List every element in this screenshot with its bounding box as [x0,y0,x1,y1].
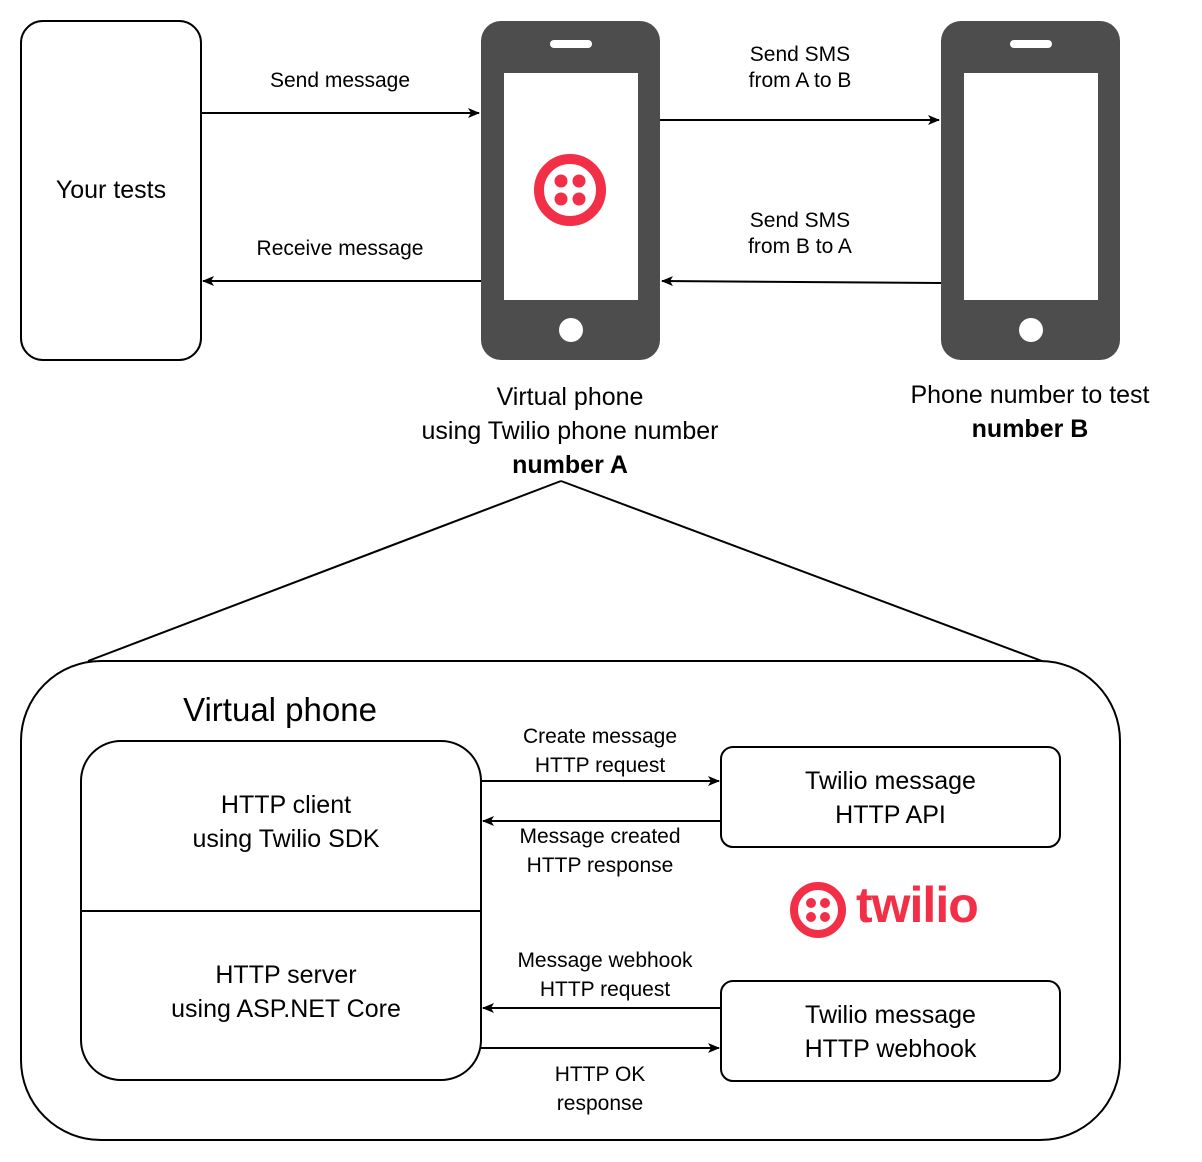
zoom-line-right [560,480,1043,662]
number-b-label: number B [971,415,1089,443]
virtual-phone-device [481,21,660,360]
twilio-webhook-box [720,980,1061,1082]
twilio-api-label: Twilio message HTTP API [805,767,976,829]
ok-response-label: HTTP OK response [554,1063,646,1115]
test-phone-device [941,21,1120,360]
phone-to-test-caption: Phone number to test number B [880,378,1180,446]
phone-home-button-icon [559,318,583,342]
http-server-label: HTTP server using ASP.NET Core [171,961,401,1023]
your-tests-box [20,20,202,361]
http-client-label: HTTP client using Twilio SDK [192,791,380,853]
created-response-label: Message created HTTP response [519,825,681,877]
phone-speaker-icon [550,40,592,48]
twilio-logo-icon [534,154,606,226]
webhook-request-label: Message webhook HTTP request [517,949,693,1001]
sms-b-to-a-arrow [661,276,942,287]
virtual-phone-title: Virtual phone [183,691,377,728]
phone-speaker-icon [1010,40,1052,48]
your-tests-label: Your tests [55,176,167,204]
number-a-label: number A [512,451,628,479]
send-message-label: Send message [269,69,411,92]
twilio-brand-logo-icon [790,882,846,938]
sms-b-to-a-label: Send SMS from B to A [748,209,852,259]
receive-message-label: Receive message [256,237,424,260]
twilio-api-box [720,746,1061,848]
phone-home-button-icon [1019,318,1043,342]
virtual-phone-caption: Virtual phone using Twilio phone number … [370,380,770,482]
twilio-wordmark: twilio [856,877,979,933]
zoom-line-left [87,480,562,662]
create-request-label: Create message HTTP request [522,725,678,777]
sms-a-to-b-label: Send SMS from A to B [748,43,852,93]
twilio-webhook-label: Twilio message HTTP webhook [804,1001,977,1063]
